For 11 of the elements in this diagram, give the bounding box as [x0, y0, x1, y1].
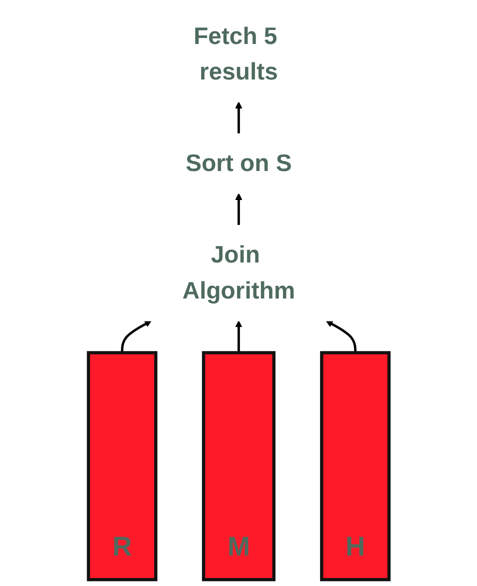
- node-text: Fetch 5 results: [193, 23, 278, 86]
- arrow: [235, 102, 242, 134]
- node-box: M: [202, 351, 276, 582]
- arrow: [235, 320, 242, 353]
- arrow: [235, 193, 242, 226]
- node-text: Sort on S: [185, 150, 292, 177]
- arrow: [120, 320, 152, 353]
- node-box: H: [320, 351, 390, 582]
- node-text: Join Algorithm: [182, 242, 295, 304]
- node-box: R: [86, 351, 158, 582]
- arrow: [326, 320, 356, 353]
